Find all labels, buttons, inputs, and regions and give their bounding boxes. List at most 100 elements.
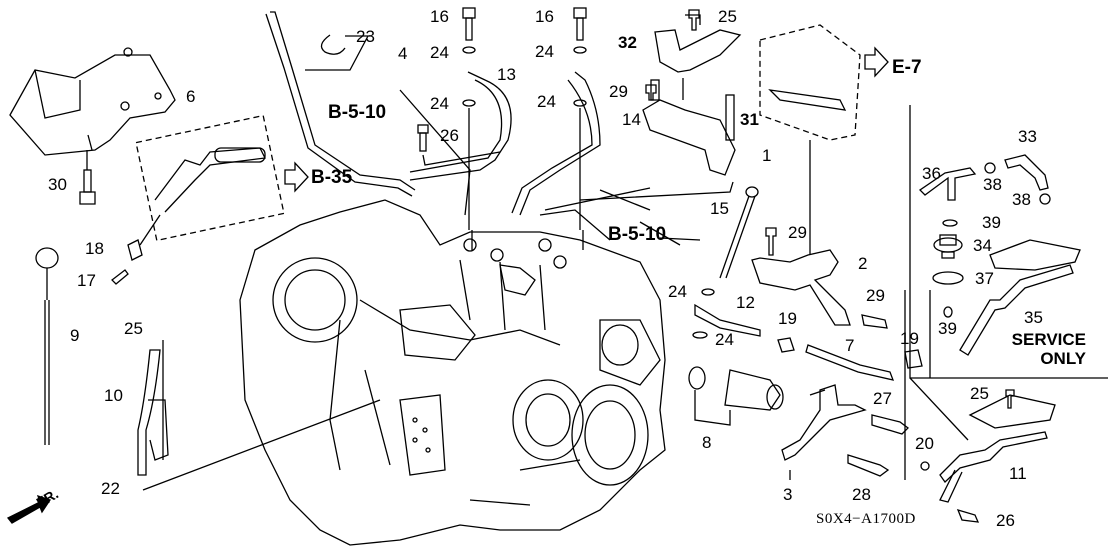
- part-cable-assembly[interactable]: [154, 147, 266, 213]
- callout-1: 1: [762, 146, 772, 165]
- callout-2: 2: [858, 254, 868, 273]
- part-4-pipe[interactable]: [265, 11, 416, 197]
- callout-24-b: 24: [430, 94, 449, 113]
- callout-32: 32: [618, 33, 637, 52]
- part-11-pipe[interactable]: [939, 431, 1048, 483]
- callout-9: 9: [70, 326, 80, 345]
- part-33-hose[interactable]: [1004, 154, 1049, 191]
- part-26-bolt-lower[interactable]: [956, 508, 980, 523]
- callout-22: 22: [101, 479, 120, 498]
- callout-24-a: 24: [430, 43, 449, 62]
- arrow-b35-icon: [284, 161, 309, 193]
- callout-34: 34: [973, 236, 992, 255]
- part-26-bolt[interactable]: [417, 124, 501, 166]
- part-23-clamp[interactable]: [320, 34, 346, 55]
- part-37-washer[interactable]: [932, 271, 964, 285]
- part-17-bolt[interactable]: [111, 269, 129, 285]
- part-39-o-ring-b[interactable]: [943, 306, 953, 318]
- part-28-bolt[interactable]: [847, 454, 890, 477]
- callout-3: 3: [783, 485, 793, 504]
- part-15-bolt[interactable]: [719, 186, 759, 279]
- callout-35: 35: [1024, 308, 1043, 327]
- part-38-clip-a[interactable]: [984, 162, 996, 174]
- callout-25-top: 25: [718, 7, 737, 26]
- part-10-pipe[interactable]: [137, 349, 169, 476]
- part-39-o-ring-a[interactable]: [942, 219, 958, 227]
- callout-37: 37: [975, 269, 994, 288]
- service-note-line2: ONLY: [1040, 349, 1086, 368]
- part-8-filter[interactable]: [688, 366, 784, 426]
- subassembly-box-e7: [759, 24, 861, 141]
- callout-36: 36: [922, 164, 941, 183]
- callout-24-f: 24: [715, 330, 734, 349]
- part-29-bolt-a[interactable]: [765, 227, 777, 256]
- part-9-dipstick[interactable]: [35, 247, 59, 445]
- part-29-bolt-c[interactable]: [645, 84, 657, 101]
- callout-23: 23: [356, 27, 375, 46]
- callout-29-mid: 29: [788, 223, 807, 242]
- part-19-clip-b[interactable]: [904, 349, 923, 369]
- part-2-bracket[interactable]: [751, 249, 851, 326]
- callout-6: 6: [186, 87, 196, 106]
- part-38-clip-b[interactable]: [1039, 193, 1051, 205]
- part-27-bolt[interactable]: [871, 414, 909, 435]
- part-7-hose[interactable]: [805, 344, 895, 381]
- callout-26-bottom: 26: [996, 511, 1015, 530]
- part-36-joint[interactable]: [918, 167, 977, 201]
- callout-24-d: 24: [537, 92, 556, 111]
- callout-25-right: 25: [970, 384, 989, 403]
- callout-25-left: 25: [124, 319, 143, 338]
- ref-b510-top[interactable]: B-5-10: [328, 102, 387, 123]
- part-3-bracket[interactable]: [781, 384, 867, 461]
- part-30-bolt[interactable]: [79, 150, 96, 205]
- callout-29-low: 29: [866, 286, 885, 305]
- callout-12: 12: [736, 293, 755, 312]
- callout-39-top: 39: [982, 213, 1001, 232]
- callout-20-mid: 20: [915, 434, 934, 453]
- part-32-bracket[interactable]: [654, 29, 742, 73]
- callout-27: 27: [873, 389, 892, 408]
- callout-18: 18: [85, 239, 104, 258]
- part-25-bolt-upper[interactable]: [688, 9, 700, 31]
- callout-4: 4: [398, 44, 408, 63]
- ref-e7[interactable]: E-7: [892, 57, 922, 78]
- part-29-bolt-b[interactable]: [861, 314, 888, 329]
- part-18-stay[interactable]: [127, 239, 143, 261]
- part-6-bracket[interactable]: [9, 47, 176, 156]
- service-note-line1: SERVICE: [1011, 330, 1086, 349]
- callout-24-c: 24: [535, 42, 554, 61]
- callout-16-right: 16: [535, 7, 554, 26]
- callout-26-top: 26: [440, 126, 459, 145]
- part-25-bolt-lower[interactable]: [1005, 389, 1015, 409]
- ref-b510-mid[interactable]: B-5-10: [608, 224, 667, 245]
- callout-15: 15: [710, 199, 729, 218]
- bolt-stack-right: [573, 7, 587, 230]
- part-14-pipe[interactable]: [511, 71, 601, 216]
- part-1-bracket[interactable]: [642, 99, 736, 176]
- ref-b35[interactable]: B-35: [311, 167, 353, 188]
- callout-24-e: 24: [668, 282, 687, 301]
- part-13-pipe[interactable]: [409, 71, 512, 181]
- callout-10: 10: [104, 386, 123, 405]
- callout-8: 8: [702, 433, 712, 452]
- callout-19-left: 19: [778, 309, 797, 328]
- part-20-washer[interactable]: [920, 461, 930, 471]
- ref-b510-lines: [399, 89, 681, 246]
- bolt-stack-left: [462, 7, 476, 230]
- part-34-nut[interactable]: [933, 234, 963, 259]
- drawing-code: S0X4−A1700D: [816, 511, 916, 527]
- callout-29-top: 29: [609, 82, 628, 101]
- callout-31: 31: [740, 110, 759, 129]
- part-12-pipe[interactable]: [694, 303, 761, 337]
- callout-16-left: 16: [430, 7, 449, 26]
- callout-38-a: 38: [983, 175, 1002, 194]
- callout-17: 17: [77, 271, 96, 290]
- arrow-e7-icon: [864, 46, 889, 78]
- callout-28: 28: [852, 485, 871, 504]
- callout-11: 11: [1009, 464, 1027, 483]
- part-35-pipe[interactable]: [959, 264, 1074, 356]
- callout-7: 7: [845, 336, 855, 355]
- part-19-clip-a[interactable]: [777, 337, 795, 353]
- callout-30: 30: [48, 175, 67, 194]
